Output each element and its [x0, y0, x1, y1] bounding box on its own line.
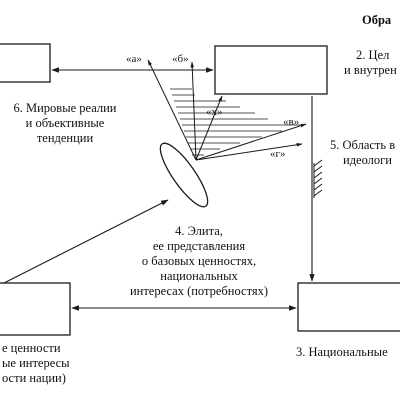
box6-label-line2: и объективные [25, 116, 105, 130]
box5-label-line1: 5. Область в [330, 138, 396, 152]
box4-label-line2: ее представления [152, 239, 246, 253]
ideology-hatch [313, 159, 323, 198]
box-2-top-right [214, 45, 328, 95]
tag-v: «в» [283, 116, 300, 128]
arrow-1-to-elite [3, 199, 169, 284]
box3-label-line1: 3. Национальные [296, 345, 388, 359]
tag-b: «б» [172, 53, 189, 65]
box4-label-line1: 4. Элита, [175, 224, 223, 238]
elite-ellipse [159, 142, 209, 208]
box1-label-line2: ые интересы [2, 356, 70, 370]
tag-g: «г» [270, 148, 286, 160]
box1-label-line3: ости нации) [2, 371, 66, 385]
fan-arrows [147, 59, 307, 161]
box-3-bottom-right [297, 282, 400, 332]
box4-label-line5: интересах (потребностях) [129, 284, 269, 298]
box2-label-line2: и внутрен [344, 63, 397, 77]
box6-label-line3: тенденции [36, 131, 94, 145]
box5-label-line2: идеологи [343, 153, 392, 167]
box2-label-line1: 2. Цел [356, 48, 390, 62]
box6-label-line1: 6. Мировые реалии [13, 101, 117, 115]
tag-x: «х» [206, 106, 223, 118]
tag-a: «а» [126, 53, 142, 65]
figure-title: Обра [362, 13, 392, 27]
box-1-bottom-left [0, 282, 71, 336]
box-6-top-left [0, 43, 51, 83]
box4-label-line3: о базовых ценностях, [141, 254, 257, 268]
hatched-fan [170, 88, 300, 156]
box1-label-line1: е ценности [2, 341, 61, 355]
box4-label-line4: национальных [160, 269, 238, 283]
